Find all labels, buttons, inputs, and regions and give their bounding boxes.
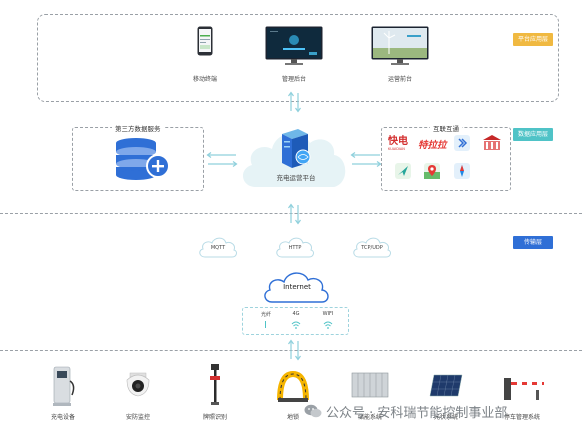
map-app-icon: [424, 163, 440, 179]
mqtt-label: MQTT: [210, 245, 226, 251]
wechat-watermark: 公众号 · 安科瑞节能控制事业部: [304, 403, 508, 421]
arrows-transport-device: [288, 339, 301, 361]
wifi-4g-icon: [291, 321, 301, 329]
wechat-icon: [304, 404, 322, 418]
barrier-gate-icon: [504, 378, 544, 400]
solar-panel-icon: [429, 374, 463, 397]
watermark-text: 公众号 · 安科瑞节能控制事业部: [326, 405, 508, 421]
tcp-udp-label: TCP/UDP: [361, 245, 383, 251]
link-types-box: [242, 307, 349, 335]
kuaidian-logo-sub: KUAIDIAN: [388, 147, 405, 151]
device-label-charger: 充电设备: [50, 414, 75, 421]
navigation-app-icon: [395, 163, 411, 179]
parking-lock-icon: [277, 370, 309, 402]
kuaidian-logo-text: 快电: [388, 136, 408, 147]
arrows-platform-data: [288, 91, 301, 113]
arrows-platform-interop: [350, 152, 382, 167]
third-party-data-title: 第三方数据服务: [112, 123, 164, 133]
tcp-udp-cloud: [353, 237, 391, 258]
plate-recognition-icon: [210, 364, 220, 405]
device-label-parking-system: 停车管理系统: [503, 414, 540, 421]
mobile-terminal-label: 移动终端: [192, 76, 217, 83]
operation-frontend: 运营前台: [370, 26, 430, 83]
data-layer-tag: 数据应用层: [513, 128, 553, 141]
container-icon: [351, 372, 389, 398]
platform-label: 充电运营平台: [276, 174, 316, 182]
internet-label: Internet: [283, 283, 311, 291]
http-label: HTTP: [288, 245, 302, 251]
wifi-icon: [323, 321, 333, 329]
mqtt-cloud: [199, 237, 237, 258]
admin-backend-label: 管理后台: [281, 76, 306, 83]
interop-title: 互联互通: [430, 123, 462, 133]
server-icon: [282, 129, 311, 168]
arrows-third-party-platform: [206, 152, 238, 167]
interop-app-icon-blue: [454, 135, 470, 151]
http-cloud: [276, 237, 314, 258]
state-grid-building-icon: [483, 135, 501, 150]
admin-backend: 管理后台: [264, 26, 324, 83]
platform-layer-tag: 平台应用层: [513, 33, 553, 46]
monitor-dashboard-icon: [265, 26, 323, 65]
device-label-solar: 光伏系统: [433, 414, 458, 421]
telala-logo: 特拉拉: [418, 140, 447, 151]
kuaidian-logo: 快电 KUAIDIAN: [388, 136, 416, 154]
internet-cloud: [264, 272, 329, 303]
monitor-wind-turbine-icon: [371, 26, 429, 65]
camera-icon: [126, 372, 150, 397]
operation-frontend-label: 运营前台: [387, 76, 412, 83]
charger-icon: [53, 366, 75, 406]
device-label-plate: 牌照识别: [202, 414, 227, 421]
wifi-label: WIFI: [322, 311, 334, 317]
arrows-data-transport: [288, 203, 301, 225]
database-add-icon: [116, 138, 170, 180]
mobile-terminal: 移动终端: [190, 26, 220, 83]
smartphone-icon: [197, 26, 213, 56]
fiber-line-icon: [265, 321, 266, 328]
device-label-storage: 储能系统: [357, 414, 382, 421]
device-label-camera: 安防监控: [125, 414, 150, 421]
transport-layer-tag: 传输层: [513, 236, 553, 249]
device-label-parking-lock: 地锁: [286, 414, 299, 421]
fiber-label: 光纤: [260, 312, 271, 318]
4g-label: 4G: [292, 311, 300, 317]
compass-app-icon: [454, 163, 470, 179]
